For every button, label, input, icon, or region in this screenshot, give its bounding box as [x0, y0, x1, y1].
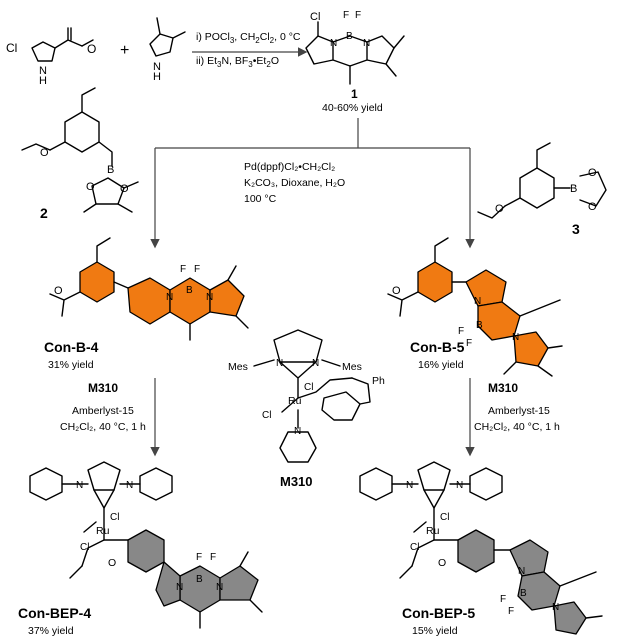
c2-oxygen: O	[40, 147, 49, 159]
bep4-nitrogen-3: N	[176, 582, 183, 593]
compound-1-label: 1	[351, 87, 358, 101]
step1-conditions-line2: ii) Et3N, BF3•Et2O	[196, 55, 279, 69]
pyrrole-nitrogen-label: N	[39, 65, 47, 77]
plus-sign: +	[120, 42, 129, 59]
c3-oxygen: O	[495, 203, 504, 215]
m310-chlorine-1: Cl	[304, 382, 313, 393]
conb4-fluorine-1: F	[180, 264, 186, 275]
bep4-nitrogen-2: N	[126, 480, 133, 491]
conb5-oxygen: O	[392, 285, 401, 297]
bep5-nitrogen-1: N	[406, 480, 413, 491]
c1-boron: B	[346, 31, 353, 42]
bep5-boron: B	[520, 588, 527, 599]
dmp-nitrogen-label: N	[153, 61, 161, 73]
metathesis-conditions-right: CH₂Cl₂, 40 °C, 1 h	[474, 421, 560, 433]
bep4-nitrogen-4: N	[216, 582, 223, 593]
con-b-5-yield: 16% yield	[418, 359, 464, 371]
conb4-boron: B	[186, 285, 193, 296]
conb4-nitrogen-1: N	[166, 292, 173, 303]
m310-ruthenium: Ru	[288, 395, 302, 407]
m310-phenyl: Ph	[372, 375, 385, 387]
metathesis-acid-left: Amberlyst-15	[72, 405, 134, 417]
con-bep-4-yield: 37% yield	[28, 625, 74, 637]
conb5-nitrogen-2: N	[512, 332, 519, 343]
c1-fluorine-2: F	[355, 10, 361, 21]
con-bep-5-label: Con-BEP-5	[402, 605, 475, 621]
bep5-nitrogen-2: N	[456, 480, 463, 491]
coupling-conditions-line2: K₂CO₃, Dioxane, H₂O	[244, 177, 345, 189]
con-b-4-label: Con-B-4	[44, 339, 99, 355]
dimethylpyrrole-structure: N H	[149, 17, 186, 83]
m310-nitrogen-2: N	[312, 358, 319, 369]
bep5-nitrogen-3: N	[518, 566, 525, 577]
compound-2-structure: O B O O	[21, 87, 139, 213]
bep5-nitrogen-4: N	[552, 602, 559, 613]
coupling-conditions-line1: Pd(dppf)Cl₂•CH₂Cl₂	[244, 161, 335, 173]
con-bep-5-structure: N N Cl Ru Cl O N B F F N	[359, 461, 603, 635]
bep4-fluorine-2: F	[210, 552, 216, 563]
con-b-4-structure: O F F B N N	[49, 237, 249, 341]
bep4-oxygen: O	[108, 557, 116, 569]
ketone-oxygen-label: O	[87, 42, 96, 56]
pyrrole-hydrogen-label: H	[39, 75, 47, 87]
bep5-fluorine-1: F	[500, 594, 506, 605]
c2-oxygen-2: O	[86, 181, 95, 193]
compound-3-structure: O B O O	[477, 142, 607, 219]
chlorine-atom-label: Cl	[6, 41, 17, 55]
conb4-fluorine-2: F	[194, 264, 200, 275]
c2-boron: B	[107, 164, 114, 176]
m310-nitrogen-1: N	[276, 358, 283, 369]
bep5-chlorine-1: Cl	[440, 512, 449, 523]
dmp-hydrogen-label: H	[153, 71, 161, 83]
bep4-chlorine-2: Cl	[80, 542, 89, 553]
compound-2-label: 2	[40, 205, 48, 221]
bep4-chlorine-1: Cl	[110, 512, 119, 523]
bep5-chlorine-2: Cl	[410, 542, 419, 553]
con-bep-5-yield: 15% yield	[412, 625, 458, 637]
metathesis-catalyst-right: M310	[488, 381, 518, 395]
bep5-ruthenium: Ru	[426, 525, 440, 537]
conb5-fluorine-1: F	[458, 326, 464, 337]
metathesis-acid-right: Amberlyst-15	[488, 405, 550, 417]
con-bep-4-label: Con-BEP-4	[18, 605, 91, 621]
m310-structure: Mes Mes N N Cl Ru Cl Ph N	[228, 329, 385, 463]
step1-conditions-line1: i) POCl3, CH2Cl2, 0 °C	[196, 31, 301, 45]
c3-boron: B	[570, 183, 577, 195]
conb5-boron: B	[476, 320, 483, 331]
bep4-boron: B	[196, 574, 203, 585]
c3-oxygen-2: O	[588, 167, 597, 179]
m310-label: M310	[280, 474, 313, 489]
conb4-nitrogen-2: N	[206, 292, 213, 303]
bep5-fluorine-2: F	[508, 606, 514, 617]
bep4-fluorine-1: F	[196, 552, 202, 563]
compound-1-yield: 40-60% yield	[322, 102, 383, 114]
m310-mes-right: Mes	[342, 361, 362, 373]
compound-3-label: 3	[572, 221, 580, 237]
con-b-4-yield: 31% yield	[48, 359, 94, 371]
conb4-oxygen: O	[54, 285, 63, 297]
con-b-5-label: Con-B-5	[410, 339, 465, 355]
bep4-ruthenium: Ru	[96, 525, 110, 537]
c1-chlorine: Cl	[310, 11, 320, 23]
metathesis-catalyst-left: M310	[88, 381, 118, 395]
coupling-conditions-line3: 100 °C	[244, 193, 277, 205]
chloropyrrole-ketone-structure: Cl N H O	[6, 27, 96, 87]
c3-oxygen-3: O	[588, 201, 597, 213]
c2-oxygen-3: O	[120, 183, 129, 195]
m310-mes-left: Mes	[228, 361, 248, 373]
bep5-oxygen: O	[438, 557, 446, 569]
conb5-fluorine-2: F	[466, 338, 472, 349]
metathesis-conditions-left: CH₂Cl₂, 40 °C, 1 h	[60, 421, 146, 433]
c1-nitrogen-1: N	[330, 38, 337, 49]
bep4-nitrogen-1: N	[76, 480, 83, 491]
m310-chlorine-2: Cl	[262, 410, 271, 421]
conb5-nitrogen-1: N	[474, 296, 481, 307]
con-b-5-structure: O N B F F N	[387, 237, 563, 377]
c1-fluorine-1: F	[343, 10, 349, 21]
c1-nitrogen-2: N	[363, 38, 370, 49]
con-bep-4-structure: N N Cl Ru Cl O F F B N N	[29, 461, 263, 629]
m310-pyridine-nitrogen: N	[294, 426, 301, 437]
compound-1-structure: Cl F F B N N	[305, 10, 405, 85]
